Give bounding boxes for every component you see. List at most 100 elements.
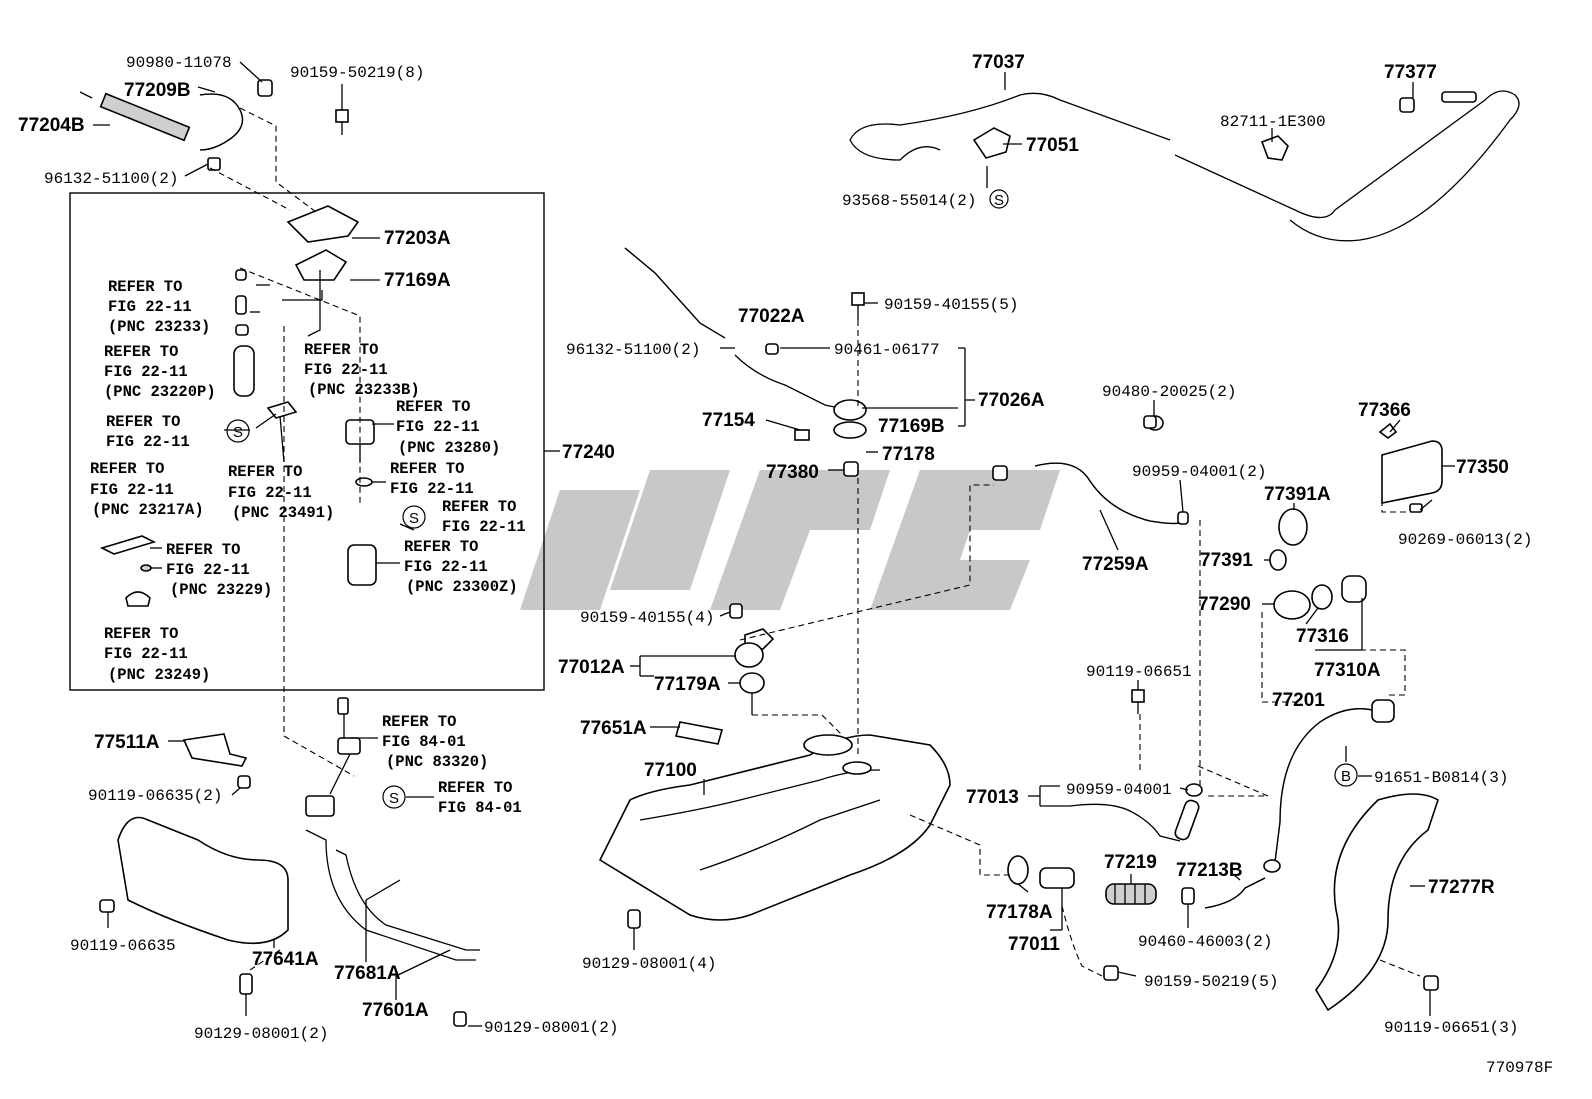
label-77179A: 77179A — [654, 674, 721, 695]
pnc-ref-text: (PNC 23233) — [108, 318, 210, 336]
pnc-ref-text: (PNC 23280) — [398, 439, 500, 457]
label-77290: 77290 — [1198, 594, 1251, 615]
label-90159-50219-5: 90159-50219(5) — [1144, 973, 1278, 991]
label-77037: 77037 — [972, 52, 1025, 73]
label-96132-51100-2-b: 96132-51100(2) — [566, 341, 700, 359]
part-shapes — [79, 79, 1520, 1027]
s-symbol-circle — [226, 419, 250, 443]
label-90159-40155-5: 90159-40155(5) — [884, 296, 1018, 314]
fig-ref-text: FIG 22-11 — [166, 561, 250, 579]
pnc-ref-text: (PNC 23249) — [108, 666, 210, 684]
label-77681A: 77681A — [334, 963, 401, 984]
label-90959-04001-2: 90959-04001(2) — [1132, 463, 1266, 481]
refer-to-text: REFER TO — [442, 498, 516, 516]
refer-to-text: REFER TO — [390, 460, 464, 478]
watermark-logo — [520, 470, 1060, 610]
b-symbol: B — [1341, 768, 1351, 785]
label-90480-20025: 90480-20025(2) — [1102, 383, 1236, 401]
label-77366: 77366 — [1358, 400, 1411, 421]
label-77169A: 77169A — [384, 270, 451, 291]
fig-ref-text: FIG 22-11 — [104, 363, 188, 381]
refer-to-text: REFER TO — [382, 713, 456, 731]
label-90119-06651: 90119-06651 — [1086, 663, 1192, 681]
fig-ref-text: FIG 22-11 — [104, 645, 188, 663]
fig-ref-text: FIG 22-11 — [404, 558, 488, 576]
label-77259A: 77259A — [1082, 554, 1149, 575]
s-symbol: S — [409, 510, 419, 527]
label-90119-06635-2: 90119-06635(2) — [88, 787, 222, 805]
refer-to-text: REFER TO — [108, 278, 182, 296]
label-77026A: 77026A — [978, 390, 1045, 411]
pnc-ref-text: (PNC 83320) — [386, 753, 488, 771]
label-77377: 77377 — [1384, 62, 1437, 83]
label-77380: 77380 — [766, 462, 819, 483]
label-77219: 77219 — [1104, 852, 1157, 873]
fig-ref-text: FIG 22-11 — [442, 518, 526, 536]
label-90129-08001-2-a: 90129-08001(2) — [194, 1025, 328, 1043]
leader-lines — [93, 61, 1455, 1027]
fig-ref-text: FIG 22-11 — [390, 480, 474, 498]
label-77011: 77011 — [1008, 934, 1060, 955]
s-symbol-circle — [402, 505, 426, 529]
label-90129-08001-2-b: 90129-08001(2) — [484, 1019, 618, 1037]
fig-ref-text: FIG 84-01 — [438, 799, 522, 817]
label-77240: 77240 — [562, 442, 615, 463]
label-77310A: 77310A — [1314, 660, 1381, 681]
refer-to-text: REFER TO — [228, 463, 302, 481]
refer-to-text: REFER TO — [106, 413, 180, 431]
label-96132-51100-2-a: 96132-51100(2) — [44, 170, 178, 188]
label-77391: 77391 — [1200, 550, 1253, 571]
fig-ref-text: FIG 84-01 — [382, 733, 466, 751]
label-90269-06013: 90269-06013(2) — [1398, 531, 1532, 549]
label-90959-04001: 90959-04001 — [1066, 781, 1172, 799]
label-90460-46003: 90460-46003(2) — [1138, 933, 1272, 951]
label-77204B: 77204B — [18, 115, 85, 136]
label-77511A: 77511A — [94, 732, 160, 753]
refer-to-text: REFER TO — [438, 779, 512, 797]
label-91651-B0814: 91651-B0814(3) — [1374, 769, 1508, 787]
label-77350: 77350 — [1456, 457, 1509, 478]
refer-to-notes: REFER TO FIG 22-11 (PNC 23233) REFER TO … — [90, 278, 526, 817]
label-77201: 77201 — [1272, 690, 1325, 711]
label-77154: 77154 — [702, 410, 755, 431]
label-77641A: 77641A — [252, 949, 319, 970]
label-77178: 77178 — [882, 444, 935, 465]
refer-to-text: REFER TO — [404, 538, 478, 556]
label-90461-06177: 90461-06177 — [834, 341, 940, 359]
label-77213B: 77213B — [1176, 860, 1243, 881]
label-90159-50219-8: 90159-50219(8) — [290, 64, 424, 82]
dashed-lines — [209, 107, 1421, 977]
label-77601A: 77601A — [362, 1000, 429, 1021]
label-77277R: 77277R — [1428, 877, 1495, 898]
fig-ref-text: FIG 22-11 — [90, 481, 174, 499]
label-77169B: 77169B — [878, 416, 945, 437]
pnc-ref-text: (PNC 23233B) — [308, 381, 420, 399]
s-symbol-circle — [382, 785, 406, 809]
label-90129-08001-4: 90129-08001(4) — [582, 955, 716, 973]
refer-to-text: REFER TO — [104, 343, 178, 361]
label-77651A: 77651A — [580, 718, 647, 739]
b-symbol-circle — [1334, 763, 1358, 787]
fig-ref-text: FIG 22-11 — [396, 418, 480, 436]
label-77012A: 77012A — [558, 657, 625, 678]
label-77316: 77316 — [1296, 626, 1349, 647]
refer-to-text: REFER TO — [166, 541, 240, 559]
label-90119-06651-3: 90119-06651(3) — [1384, 1019, 1518, 1037]
sub-assembly-frame — [69, 192, 545, 691]
s-symbol: S — [233, 424, 243, 441]
label-77100: 77100 — [644, 760, 697, 781]
s-symbol-circle — [989, 189, 1009, 209]
pnc-ref-text: (PNC 23300Z) — [406, 578, 518, 596]
label-77209B: 77209B — [124, 80, 191, 101]
part-labels: 90980-11078 77209B 77204B 90159-50219(8)… — [18, 52, 1553, 1077]
pnc-ref-text: (PNC 23491) — [232, 504, 334, 522]
label-90159-40155-4: 90159-40155(4) — [580, 609, 714, 627]
refer-to-text: REFER TO — [104, 625, 178, 643]
pnc-ref-text: (PNC 23217A) — [92, 501, 204, 519]
fig-ref-text: FIG 22-11 — [106, 433, 190, 451]
refer-to-text: REFER TO — [90, 460, 164, 478]
fig-ref-text: FIG 22-11 — [304, 361, 388, 379]
label-77391A: 77391A — [1264, 484, 1331, 505]
fig-ref-text: FIG 22-11 — [228, 484, 312, 502]
pnc-ref-text: (PNC 23220P) — [104, 383, 216, 401]
